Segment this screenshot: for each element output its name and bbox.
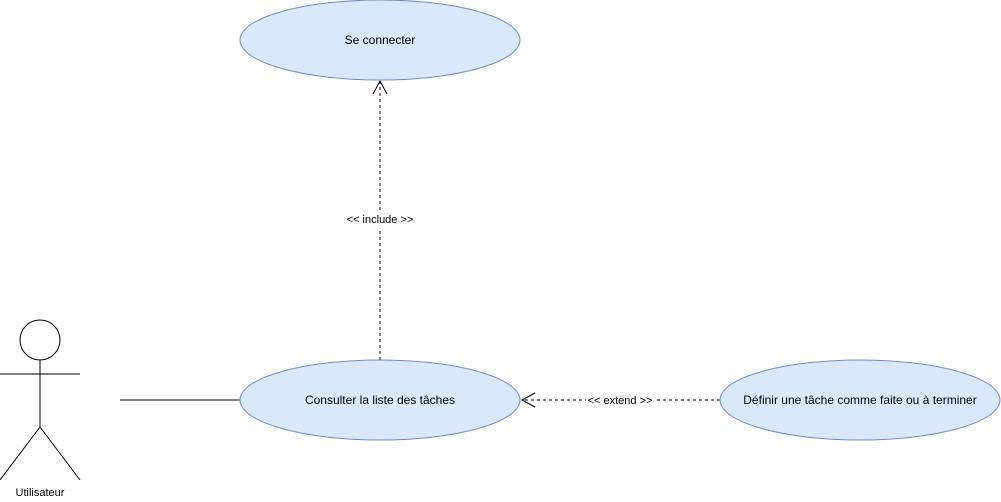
actor-label: Utilisateur — [16, 487, 65, 499]
actor-utilisateur[interactable]: Utilisateur — [0, 319, 81, 499]
usecase-ellipse — [239, 0, 521, 81]
usecase-consulter-liste[interactable]: Consulter la liste des tâches — [239, 359, 521, 441]
include-arrowhead-icon — [372, 79, 388, 95]
extend-label-bg — [586, 393, 656, 408]
usecase-label: Consulter la liste des tâches — [305, 393, 455, 407]
include-label: << include >> — [347, 214, 414, 226]
extend-arrowhead-icon — [520, 392, 536, 408]
extend-label: << extend >> — [588, 395, 653, 407]
usecase-ellipse — [239, 359, 521, 441]
stick-figure-icon — [0, 319, 81, 481]
usecase-se-connecter[interactable]: Se connecter — [239, 0, 521, 81]
include-relation[interactable]: << include >> — [344, 79, 416, 360]
usecase-definir-tache[interactable]: Définir une tâche comme faite ou à termi… — [719, 359, 1001, 441]
include-label-bg — [344, 212, 416, 228]
extend-relation[interactable]: << extend >> — [520, 392, 720, 408]
usecase-ellipse — [719, 359, 1001, 441]
usecase-label: Se connecter — [345, 33, 416, 47]
usecase-label: Définir une tâche comme faite ou à termi… — [743, 393, 976, 407]
